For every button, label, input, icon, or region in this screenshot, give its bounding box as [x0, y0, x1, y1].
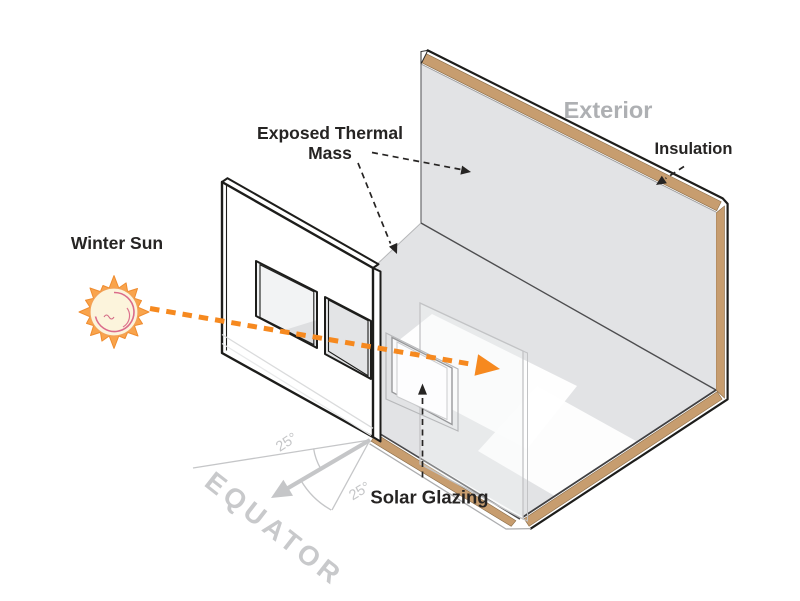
equator-arrow-head	[271, 479, 293, 498]
angle-arc-1	[312, 448, 322, 469]
wall-interior-face	[421, 64, 716, 390]
solar-glazing-label: Solar Glazing	[370, 487, 488, 508]
floor-front-right-edge	[522, 389, 717, 518]
thermal-mass-arrow-floor	[357, 162, 392, 244]
wall-floor-junction-line	[420, 222, 717, 391]
window-right-frame	[324, 296, 372, 380]
sun-ray-dashes	[149, 306, 474, 367]
window-left-reveal	[259, 263, 315, 346]
floor-insulation-band-left	[370, 433, 517, 527]
window-left-frame	[255, 260, 318, 349]
sun-ring	[94, 291, 135, 333]
sun-squiggle	[103, 314, 115, 320]
shell-outline-faint	[369, 443, 531, 530]
shell-outline-dark	[426, 49, 729, 530]
sun-core	[89, 287, 139, 337]
front-wall-ghost-line-2	[221, 342, 372, 437]
angle-label-lower: 25°	[346, 479, 373, 504]
sun-ray-arrowhead	[474, 354, 500, 376]
angle-line-lower	[331, 439, 371, 511]
glass-pane-thickness	[522, 350, 528, 522]
wall-insulation-band-right	[715, 205, 725, 399]
front-wall-ghost-line-1	[221, 333, 374, 429]
window-right-opening	[325, 297, 371, 379]
exterior-wall	[420, 49, 725, 399]
floor-insulation-band-right	[523, 391, 723, 527]
sun-inner-swirl	[122, 307, 131, 328]
wall-face-top-edge-line	[420, 63, 717, 213]
equator-compass: 25° 25° EQUATOR	[192, 430, 373, 592]
winter-sun-label: Winter Sun	[71, 233, 163, 253]
exterior-label: Exterior	[564, 97, 653, 123]
insulation-label: Insulation	[655, 140, 733, 158]
thermal-mass-arrow-wall-head	[460, 165, 471, 175]
sun-icon	[78, 275, 150, 349]
solar-glazing-arrow-head	[418, 383, 427, 395]
thermal-mass-label-line2: Mass	[308, 143, 352, 163]
thermal-mass-arrow-floor-head	[389, 242, 398, 254]
annotation-arrows	[357, 151, 685, 478]
equator-label: EQUATOR	[199, 465, 349, 592]
thermal-mass-arrow-wall	[371, 151, 462, 171]
outer-shell-outline	[369, 49, 729, 530]
equator-arrow-shaft	[283, 438, 372, 492]
insulation-arrow	[665, 165, 685, 180]
front-wall	[220, 177, 382, 443]
floor-slab	[370, 222, 723, 527]
angle-line-upper	[192, 439, 371, 469]
angle-arc-2	[300, 479, 332, 511]
glass-pane	[419, 301, 528, 522]
insulation-arrow-head	[656, 175, 667, 185]
text-labels: Winter Sun Exposed Thermal Mass Exterior…	[71, 97, 733, 508]
thermal-mass-label-line1: Exposed Thermal	[257, 123, 403, 143]
sun-ray	[149, 306, 500, 376]
window-right-reveal	[327, 299, 369, 377]
